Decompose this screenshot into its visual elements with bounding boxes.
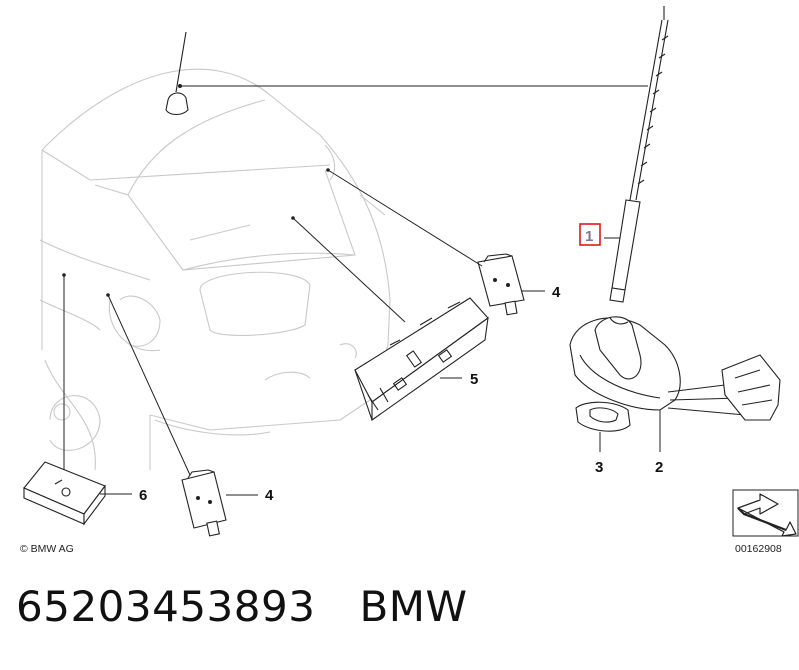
brand-name: BMW xyxy=(359,582,468,631)
part-number: 65203453893 xyxy=(16,582,316,631)
amplifier-lower xyxy=(181,469,227,537)
control-unit xyxy=(23,461,106,526)
callout-4-upper: 4 xyxy=(552,284,561,301)
receiver-module xyxy=(354,297,489,422)
antenna-rod xyxy=(609,6,669,303)
callout-5: 5 xyxy=(470,371,478,388)
roof-antenna-small xyxy=(165,31,189,116)
page-turn-arrow-icon xyxy=(732,489,799,537)
callout-labels: 1 2 3 4 4 5 6 xyxy=(139,223,663,504)
car-rear-outline xyxy=(39,68,391,471)
callout-6: 6 xyxy=(139,487,147,504)
copyright-text: © BMW AG xyxy=(20,543,74,555)
antenna-base xyxy=(569,316,781,421)
reference-code: 00162908 xyxy=(735,543,782,555)
callout-4-lower: 4 xyxy=(265,487,274,504)
gasket xyxy=(575,401,631,432)
leader-lines xyxy=(62,84,661,496)
callout-1-highlight-box xyxy=(579,223,601,246)
callout-3: 3 xyxy=(595,459,603,476)
part-number-line: 65203453893 BMW xyxy=(16,582,468,631)
callout-2: 2 xyxy=(655,459,663,476)
callout-1: 1 xyxy=(585,228,593,245)
amplifier-upper xyxy=(477,253,525,316)
